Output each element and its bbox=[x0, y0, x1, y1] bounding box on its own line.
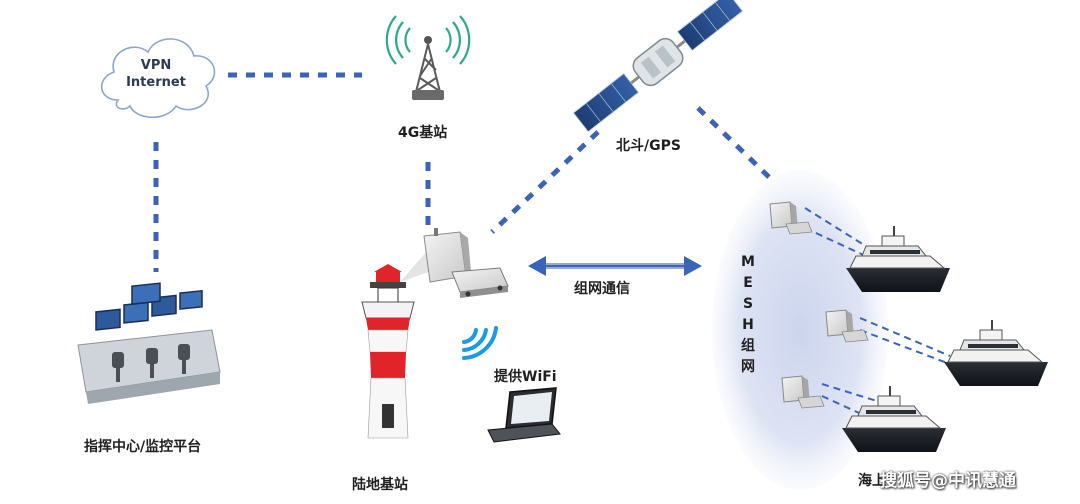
laptop-icon bbox=[487, 387, 561, 443]
watermark: 搜狐号@中讯慧通 bbox=[880, 471, 1016, 491]
mesh-letter: H bbox=[742, 317, 754, 333]
ship-3-icon bbox=[842, 386, 946, 452]
cloud-label: VPN Internet bbox=[111, 57, 201, 91]
mesh-letter: E bbox=[743, 275, 753, 291]
link-satellite-mesh bbox=[696, 106, 774, 182]
ship-2-icon bbox=[944, 320, 1048, 386]
wifi-icon bbox=[462, 326, 498, 360]
mesh-device-2 bbox=[825, 309, 869, 343]
link-satellite-station bbox=[490, 130, 600, 234]
mesh-device-1 bbox=[769, 201, 813, 235]
mesh-network-label: M E S H 组 网 bbox=[739, 252, 757, 378]
mesh-comm-label: 组网通信 bbox=[574, 281, 630, 297]
command-center-label: 指挥中心/监控平台 bbox=[84, 439, 202, 455]
mesh-comm-arrow bbox=[528, 256, 702, 276]
satellite-icon bbox=[572, 0, 744, 133]
command-center-icon bbox=[77, 282, 221, 404]
ship-1-icon bbox=[846, 226, 950, 292]
dashed-links bbox=[153, 72, 774, 272]
sea-label: 海上 bbox=[858, 473, 886, 489]
mesh-zone bbox=[712, 170, 888, 490]
lighthouse-icon bbox=[361, 264, 415, 439]
mesh-letter: 网 bbox=[741, 359, 755, 375]
mesh-letter: M bbox=[741, 254, 755, 270]
mesh-device-3 bbox=[781, 375, 825, 409]
tower-4g-label: 4G基站 bbox=[398, 125, 448, 141]
mesh-letter: 组 bbox=[741, 338, 755, 354]
mesh-letter: S bbox=[742, 296, 754, 312]
cloud-label-internet: Internet bbox=[126, 75, 186, 90]
cloud-icon bbox=[100, 38, 216, 118]
wifi-label: 提供WiFi bbox=[494, 369, 557, 385]
satellite-label: 北斗/GPS bbox=[616, 138, 681, 154]
cell-tower-icon bbox=[385, 15, 471, 100]
land-station-label: 陆地基站 bbox=[352, 477, 408, 493]
land-station-device bbox=[423, 228, 509, 298]
cloud-label-vpn: VPN bbox=[140, 58, 172, 73]
ship-links bbox=[804, 207, 956, 419]
